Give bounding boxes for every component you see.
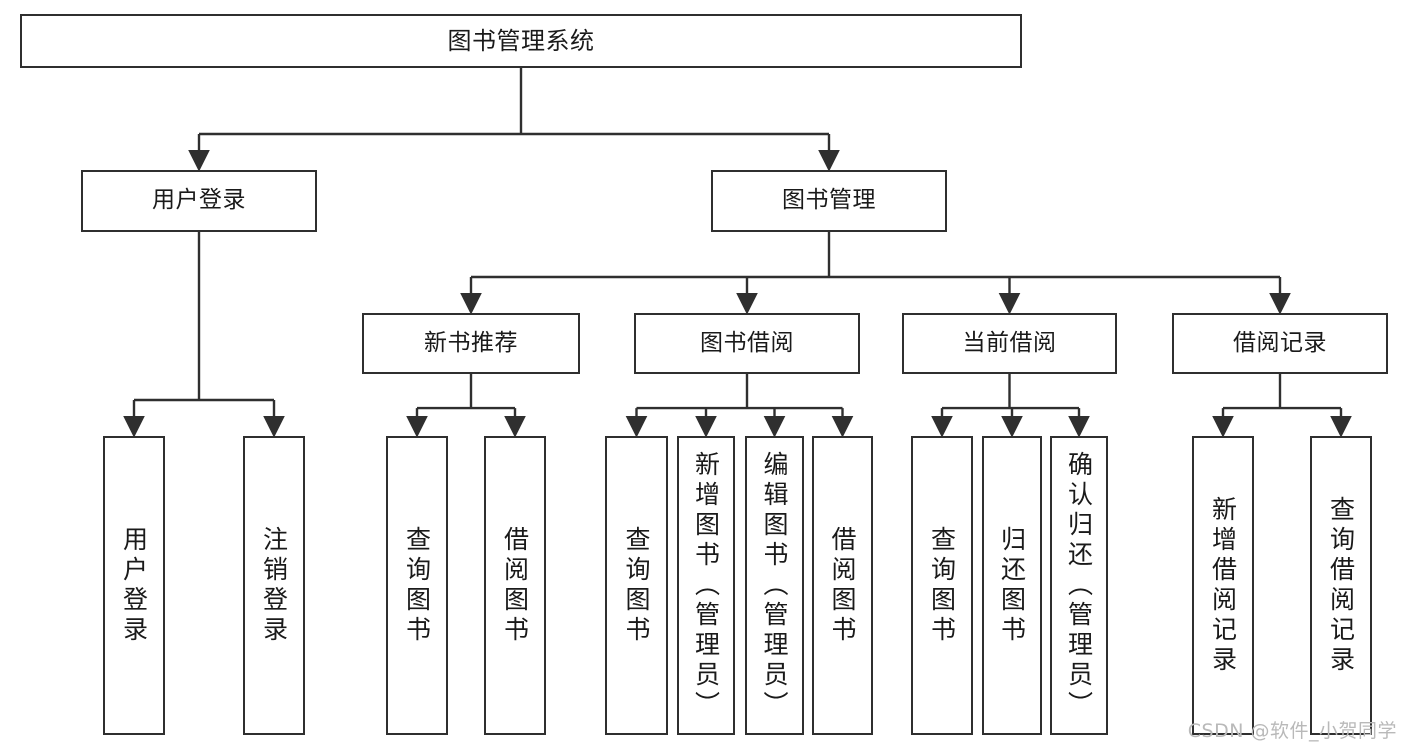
node-label: 编辑图书（管理员） <box>760 450 789 721</box>
node-new-book-recommend[interactable]: 新书推荐 <box>362 313 580 374</box>
node-label: 确认归还（管理员） <box>1064 450 1094 721</box>
node-label: 查询图书 <box>622 525 651 646</box>
node-leaf-add-book-admin[interactable]: 新增图书（管理员） <box>677 436 735 735</box>
node-label: 查询图书 <box>402 525 432 646</box>
csdn-watermark: CSDN @软件_小贺同学 <box>1187 720 1397 742</box>
node-book-borrow[interactable]: 图书借阅 <box>634 313 860 374</box>
node-leaf-edit-book-admin[interactable]: 编辑图书（管理员） <box>745 436 804 735</box>
node-label: 归还图书 <box>997 525 1027 646</box>
node-current-borrow[interactable]: 当前借阅 <box>902 313 1117 374</box>
node-label: 查询图书 <box>927 525 957 646</box>
node-label: 借阅图书 <box>828 525 857 646</box>
node-leaf-query-book-borrow[interactable]: 查询图书 <box>605 436 668 735</box>
node-label: 借阅记录 <box>1233 329 1327 356</box>
node-book-management[interactable]: 图书管理 <box>711 170 947 232</box>
node-label: 新书推荐 <box>424 329 518 356</box>
node-label: 借阅图书 <box>500 525 530 646</box>
node-leaf-logout[interactable]: 注销登录 <box>243 436 305 735</box>
node-label: 当前借阅 <box>962 329 1057 356</box>
node-leaf-user-login[interactable]: 用户登录 <box>103 436 165 735</box>
node-borrow-record[interactable]: 借阅记录 <box>1172 313 1388 374</box>
node-label: 用户登录 <box>152 187 246 214</box>
node-leaf-return-book[interactable]: 归还图书 <box>982 436 1042 735</box>
connector-lines <box>123 68 1352 438</box>
node-leaf-add-borrow-record[interactable]: 新增借阅记录 <box>1192 436 1254 735</box>
node-label: 图书管理系统 <box>447 26 595 55</box>
node-leaf-borrow-book[interactable]: 借阅图书 <box>812 436 873 735</box>
node-leaf-query-book-recommend[interactable]: 查询图书 <box>386 436 448 735</box>
node-label: 新增借阅记录 <box>1208 495 1238 676</box>
node-leaf-query-book-current[interactable]: 查询图书 <box>911 436 973 735</box>
node-user-login[interactable]: 用户登录 <box>81 170 317 232</box>
node-leaf-confirm-return-admin[interactable]: 确认归还（管理员） <box>1050 436 1108 735</box>
node-leaf-query-borrow-record[interactable]: 查询借阅记录 <box>1310 436 1372 735</box>
node-label: 用户登录 <box>119 525 149 646</box>
node-root-book-management-system[interactable]: 图书管理系统 <box>20 14 1022 68</box>
node-label: 注销登录 <box>259 525 289 646</box>
node-leaf-borrow-book-recommend[interactable]: 借阅图书 <box>484 436 546 735</box>
node-label: 查询借阅记录 <box>1326 495 1356 676</box>
node-label: 新增图书（管理员） <box>691 450 721 721</box>
node-label: 图书借阅 <box>700 329 794 356</box>
node-label: 图书管理 <box>782 187 876 214</box>
